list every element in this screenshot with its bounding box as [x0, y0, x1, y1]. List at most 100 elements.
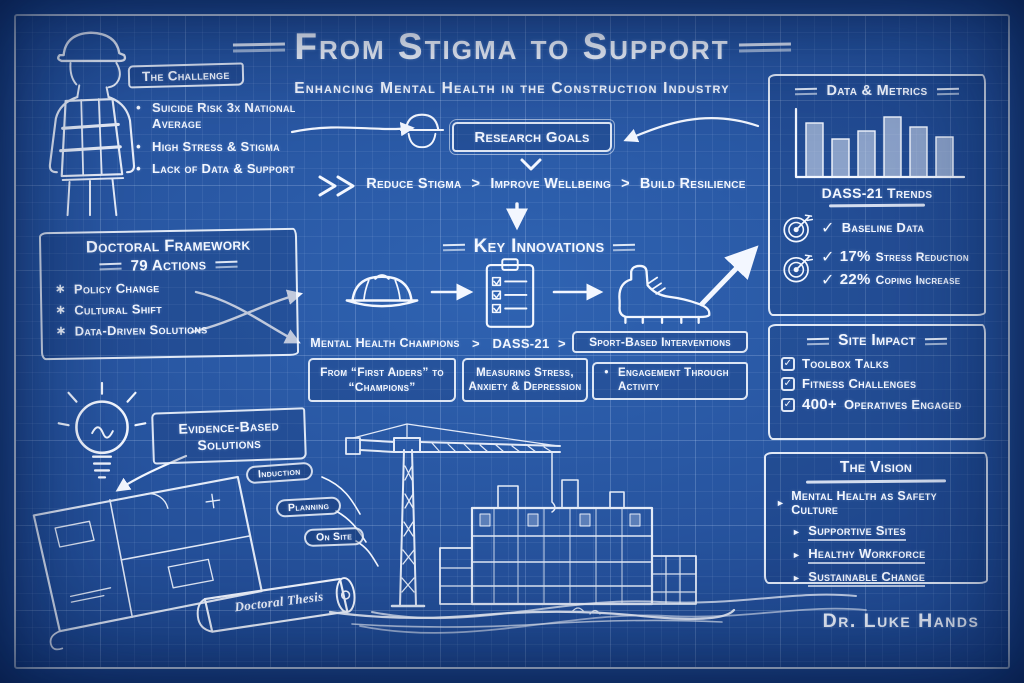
star-bullet-icon: ∗ — [55, 301, 67, 317]
innovation-detail-dass21: Measuring Stress, Anxiety & Depression — [462, 358, 588, 402]
arrow-challenge-to-goals — [290, 122, 415, 137]
vision-headline: Mental Health as Safety Culture — [791, 488, 937, 517]
trend-title: DASS-21 Trends — [780, 185, 974, 207]
worker-head-icon — [399, 113, 445, 149]
check-icon: ✓ — [821, 219, 835, 237]
stat-row: ✓ 17% Stress Reduction ✓ 22% Coping Incr… — [780, 247, 974, 290]
dash-decoration — [613, 243, 636, 251]
dash-decoration — [215, 260, 238, 269]
bullet-icon: • — [136, 100, 141, 115]
site-impact-header: Site Impact — [781, 332, 973, 350]
tag-leader-line — [321, 476, 361, 515]
tag-leader-line — [335, 510, 367, 543]
chevron-down-icon — [520, 158, 542, 171]
impact-text: Toolbox Talks — [802, 356, 889, 371]
framework-item-text: Data-Driven Solutions — [74, 320, 208, 339]
bullet-icon: • — [604, 367, 609, 379]
check-icon: ✓ — [783, 357, 793, 369]
vision-title: The Vision — [839, 459, 913, 476]
dash-decoration — [807, 337, 830, 345]
stat-text: Coping Increase — [875, 272, 961, 287]
double-chevron-icon — [318, 175, 355, 197]
vision-headline-row: ► Mental Health as Safety Culture — [776, 489, 976, 517]
research-goals-box: Research Goals — [449, 119, 615, 155]
underline-decoration — [828, 203, 926, 207]
dash-decoration — [99, 262, 122, 271]
innovation-detail-sport-text: Engagement Through Activity — [618, 367, 729, 393]
list-item: ► Sustainable Change — [792, 569, 976, 587]
poster-title: From Stigma to Support — [294, 26, 730, 67]
checkbox-icon: ✓ — [781, 376, 795, 391]
evidence-solutions-box: Evidence-Based Solutions — [151, 407, 307, 465]
challenge-item-text: High Stress & Stigma — [152, 138, 280, 154]
goal-improve-wellbeing: Improve Wellbeing — [490, 176, 612, 192]
data-metrics-panel: Data & Metrics DASS-21 Trends ✓ Basel — [768, 74, 986, 316]
star-bullet-icon: ∗ — [54, 280, 67, 296]
key-innovations-title: Key Innovations — [473, 236, 605, 257]
stat-line: ✓ 17% Stress Reduction — [821, 247, 969, 267]
check-icon: ✓ — [783, 377, 793, 389]
dash-decoration — [924, 337, 947, 345]
construction-worker-sketch — [48, 31, 136, 217]
arrow-boot-to-metrics — [699, 245, 759, 307]
clipboard-checklist-icon — [485, 258, 535, 328]
key-innovations-header: Key Innovations — [404, 236, 674, 258]
checkbox-icon: ✓ — [781, 397, 795, 412]
floor-plan-sketch — [32, 475, 263, 651]
innovation-separator: > — [558, 336, 566, 351]
vision-header: The Vision — [776, 459, 976, 484]
target-bullseye-icon — [783, 254, 814, 283]
stat-row: ✓ Baseline Data — [780, 211, 974, 245]
arrow-evidence-to-plan — [115, 454, 188, 492]
arrow-right-to-goals — [623, 116, 760, 143]
poster-subtitle: Enhancing Mental Health in the Construct… — [294, 80, 730, 97]
list-item: ✓ Fitness Challenges — [781, 376, 973, 391]
challenge-list: • Suicide Risk 3x National Average • Hig… — [132, 100, 314, 177]
arrow-bullet-icon: ► — [776, 497, 786, 508]
goal-build-resilience: Build Resilience — [639, 176, 746, 192]
goals-row: Reduce Stigma > Improve Wellbeing > Buil… — [336, 176, 776, 192]
target-bullseye-icon — [783, 213, 814, 242]
title-row: From Stigma to Support — [0, 26, 1024, 68]
challenge-label-text: The Challenge — [141, 66, 230, 85]
list-item: ∗ Policy Change — [54, 277, 284, 297]
author-signature: Dr. Luke Hands — [822, 610, 980, 632]
arrow-framework-cross-2 — [194, 290, 301, 344]
underline-decoration — [805, 479, 947, 484]
dash-decoration — [442, 243, 465, 251]
title-dash-left — [233, 42, 286, 52]
challenge-item-text: Lack of Data & Support — [152, 160, 296, 176]
vision-panel: The Vision ► Mental Health as Safety Cul… — [764, 452, 988, 587]
research-goals-label: Research Goals — [474, 128, 590, 146]
title-dash-right — [738, 42, 791, 52]
thesis-scroll-icon — [196, 577, 356, 633]
list-item: ► Supportive Sites — [792, 523, 976, 541]
list-item: ∗ Data-Driven Solutions — [54, 319, 284, 339]
dass-bar-chart — [794, 107, 966, 179]
innovation-title-dass21: DASS-21 — [492, 336, 550, 351]
bullet-icon: • — [136, 160, 141, 176]
framework-title: Doctoral Framework — [85, 235, 251, 257]
road-sketch-line — [359, 607, 867, 634]
stat-text: Baseline Data — [841, 220, 925, 235]
challenge-label: The Challenge — [127, 62, 244, 89]
stat-value: 17% — [839, 248, 871, 265]
check-icon: ✓ — [821, 271, 835, 289]
dash-decoration — [936, 87, 959, 95]
arrow-bullet-icon: ► — [792, 549, 802, 560]
list-item: ✓ Toolbox Talks — [781, 356, 973, 371]
stat-line: ✓ 22% Coping Increase — [821, 270, 969, 290]
list-item: ✓ 400+ Operatives Engaged — [781, 396, 973, 413]
star-bullet-icon: ∗ — [55, 322, 67, 338]
stat-text: Stress Reduction — [875, 249, 969, 264]
check-icon: ✓ — [783, 398, 793, 410]
goal-reduce-stigma: Reduce Stigma — [366, 176, 462, 192]
innovation-detail-champions: From “First Aiders” to “Champions” — [308, 358, 456, 402]
innovation-title-sport: Sport-Based Interventions — [572, 331, 748, 353]
data-metrics-title: Data & Metrics — [826, 83, 928, 99]
framework-subtitle: 79 Actions — [130, 256, 207, 275]
list-item: • Lack of Data & Support — [132, 161, 314, 177]
data-metrics-header: Data & Metrics — [780, 83, 974, 99]
